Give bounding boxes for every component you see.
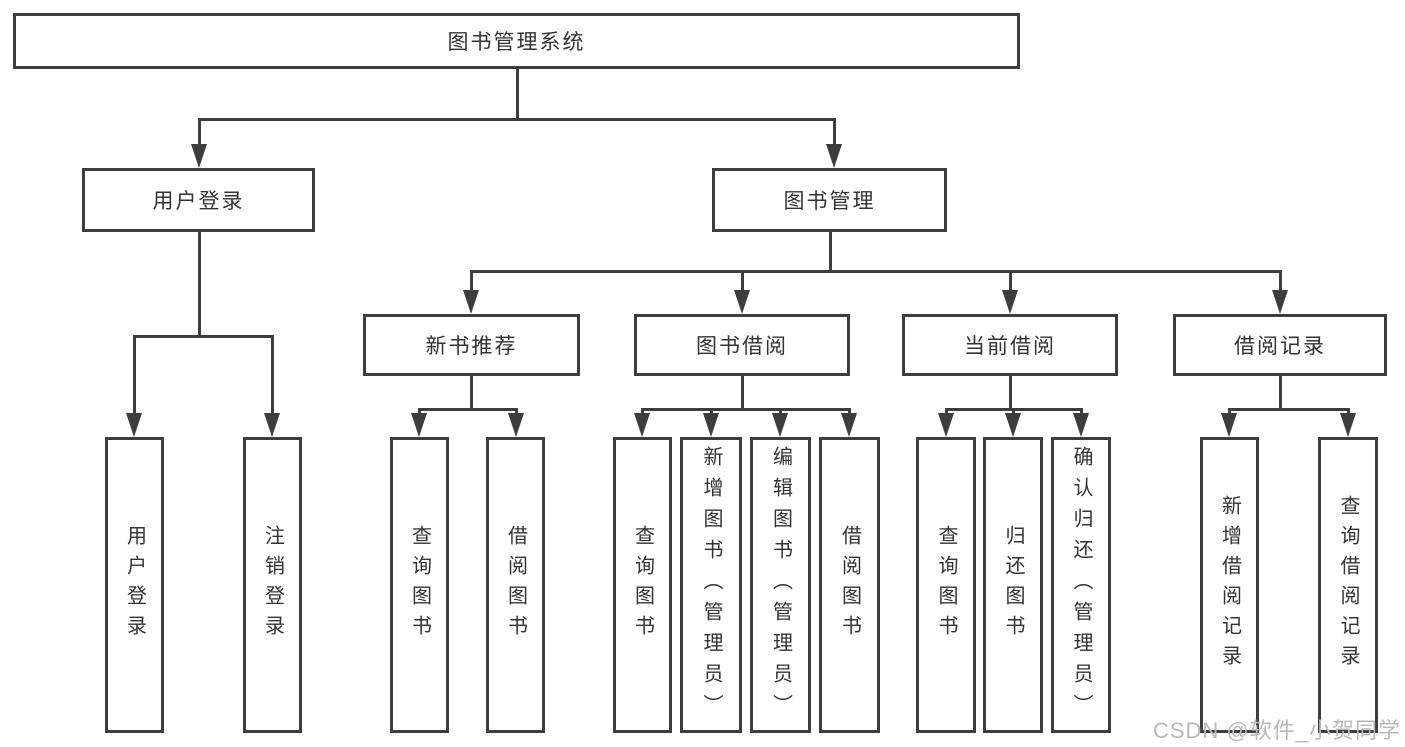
- connector-book-borrow-stem: [740, 376, 744, 408]
- node-leaf-cb-return-label: 归还图书: [1002, 525, 1024, 645]
- node-leaf-bb-add: 新增图书（管理员）: [680, 437, 742, 733]
- connector-shaft: [847, 408, 851, 416]
- connector-shaft: [832, 118, 836, 146]
- connector-shaft: [469, 270, 473, 292]
- node-leaf-logout-label: 注销登录: [261, 525, 284, 645]
- connector-shaft: [514, 408, 518, 416]
- node-leaf-nb-borrow: 借阅图书: [486, 437, 545, 733]
- arrow-down-icon: [938, 413, 954, 437]
- node-book-mgmt: 图书管理: [712, 168, 947, 232]
- arrow-down-icon: [126, 413, 142, 437]
- node-root: 图书管理系统: [13, 13, 1020, 69]
- node-leaf-nb-borrow-label: 借阅图书: [504, 525, 527, 645]
- node-user-login-label: 用户登录: [152, 190, 245, 213]
- node-leaf-bb-borrow-label: 借阅图书: [838, 525, 861, 645]
- arrow-down-icon: [734, 290, 750, 314]
- connector-shaft: [1227, 408, 1231, 416]
- connector-level3-rail: [469, 270, 1282, 273]
- node-leaf-br-query: 查询借阅记录: [1318, 437, 1378, 733]
- node-leaf-cb-confirm: 确认归还（管理员）: [1051, 437, 1111, 733]
- connector-shaft: [740, 270, 744, 292]
- node-new-books: 新书推荐: [363, 314, 580, 376]
- arrow-down-icon: [1073, 413, 1089, 437]
- arrow-down-icon: [772, 413, 788, 437]
- connector-shaft: [709, 408, 713, 416]
- connector-current-borrow-stem: [1008, 376, 1012, 408]
- connector-shaft: [944, 408, 948, 416]
- arrow-down-icon: [1340, 413, 1356, 437]
- connector-shaft: [132, 335, 136, 415]
- arrow-down-icon: [264, 413, 280, 437]
- node-leaf-bb-query: 查询图书: [613, 437, 672, 733]
- csdn-watermark: CSDN @软件_小贺同学: [1152, 718, 1401, 743]
- arrow-down-icon: [1272, 290, 1288, 314]
- arrow-down-icon: [826, 144, 842, 168]
- node-root-label: 图书管理系统: [447, 31, 586, 54]
- connector-shaft: [1011, 408, 1015, 416]
- node-leaf-br-query-label: 查询借阅记录: [1337, 495, 1359, 675]
- connector-shaft: [270, 335, 274, 415]
- connector-new-books-rail: [417, 408, 518, 411]
- arrow-down-icon: [1002, 290, 1018, 314]
- node-new-books-label: 新书推荐: [425, 335, 518, 358]
- connector-shaft: [1278, 270, 1282, 292]
- arrow-down-icon: [841, 413, 857, 437]
- connector-book-borrow-rail: [640, 408, 851, 411]
- arrow-down-icon: [508, 413, 524, 437]
- arrow-down-icon: [634, 413, 650, 437]
- connector-borrow-records-stem: [1278, 376, 1282, 408]
- node-leaf-user-login-label: 用户登录: [123, 525, 146, 645]
- node-leaf-br-add: 新增借阅记录: [1200, 437, 1259, 733]
- node-leaf-bb-borrow: 借阅图书: [819, 437, 880, 733]
- node-leaf-user-login: 用户登录: [105, 437, 164, 733]
- connector-borrow-records-rail: [1227, 408, 1350, 411]
- connector-book-mgmt-stem: [828, 232, 832, 270]
- arrow-down-icon: [1005, 413, 1021, 437]
- node-current-borrow: 当前借阅: [902, 314, 1118, 376]
- node-leaf-cb-query: 查询图书: [916, 437, 976, 733]
- node-borrow-records: 借阅记录: [1173, 314, 1387, 376]
- connector-shaft: [1079, 408, 1083, 416]
- node-book-borrow: 图书借阅: [634, 314, 850, 376]
- node-leaf-bb-query-label: 查询图书: [631, 525, 654, 645]
- connector-new-books-stem: [469, 376, 473, 408]
- node-leaf-bb-add-label: 新增图书（管理员）: [700, 445, 722, 725]
- node-leaf-cb-query-label: 查询图书: [935, 525, 957, 645]
- node-leaf-cb-return: 归还图书: [983, 437, 1043, 733]
- node-leaf-br-add-label: 新增借阅记录: [1218, 495, 1241, 675]
- connector-shaft: [640, 408, 644, 416]
- arrow-down-icon: [191, 144, 207, 168]
- node-current-borrow-label: 当前借阅: [964, 335, 1056, 358]
- node-book-mgmt-label: 图书管理: [783, 190, 876, 213]
- node-leaf-nb-query-label: 查询图书: [408, 525, 431, 645]
- node-leaf-nb-query: 查询图书: [390, 437, 449, 733]
- arrow-down-icon: [463, 290, 479, 314]
- connector-shaft: [778, 408, 782, 416]
- connector-shaft: [417, 408, 421, 416]
- node-user-login: 用户登录: [82, 168, 315, 232]
- node-leaf-bb-edit: 编辑图书（管理员）: [750, 437, 811, 733]
- connector-root-stem: [515, 69, 519, 118]
- connector-shaft: [1008, 270, 1012, 292]
- node-book-borrow-label: 图书借阅: [696, 335, 788, 358]
- node-leaf-cb-confirm-label: 确认归还（管理员）: [1070, 445, 1092, 725]
- connector-user-login-rail: [132, 335, 274, 338]
- connector-shaft: [197, 118, 201, 146]
- arrow-down-icon: [1221, 413, 1237, 437]
- node-borrow-records-label: 借阅记录: [1234, 335, 1326, 358]
- connector-user-login-stem: [197, 232, 201, 335]
- arrow-down-icon: [411, 413, 427, 437]
- connector-level2-rail: [197, 118, 836, 121]
- connector-shaft: [1346, 408, 1350, 416]
- node-leaf-logout: 注销登录: [243, 437, 302, 733]
- arrow-down-icon: [703, 413, 719, 437]
- node-leaf-bb-edit-label: 编辑图书（管理员）: [769, 445, 792, 725]
